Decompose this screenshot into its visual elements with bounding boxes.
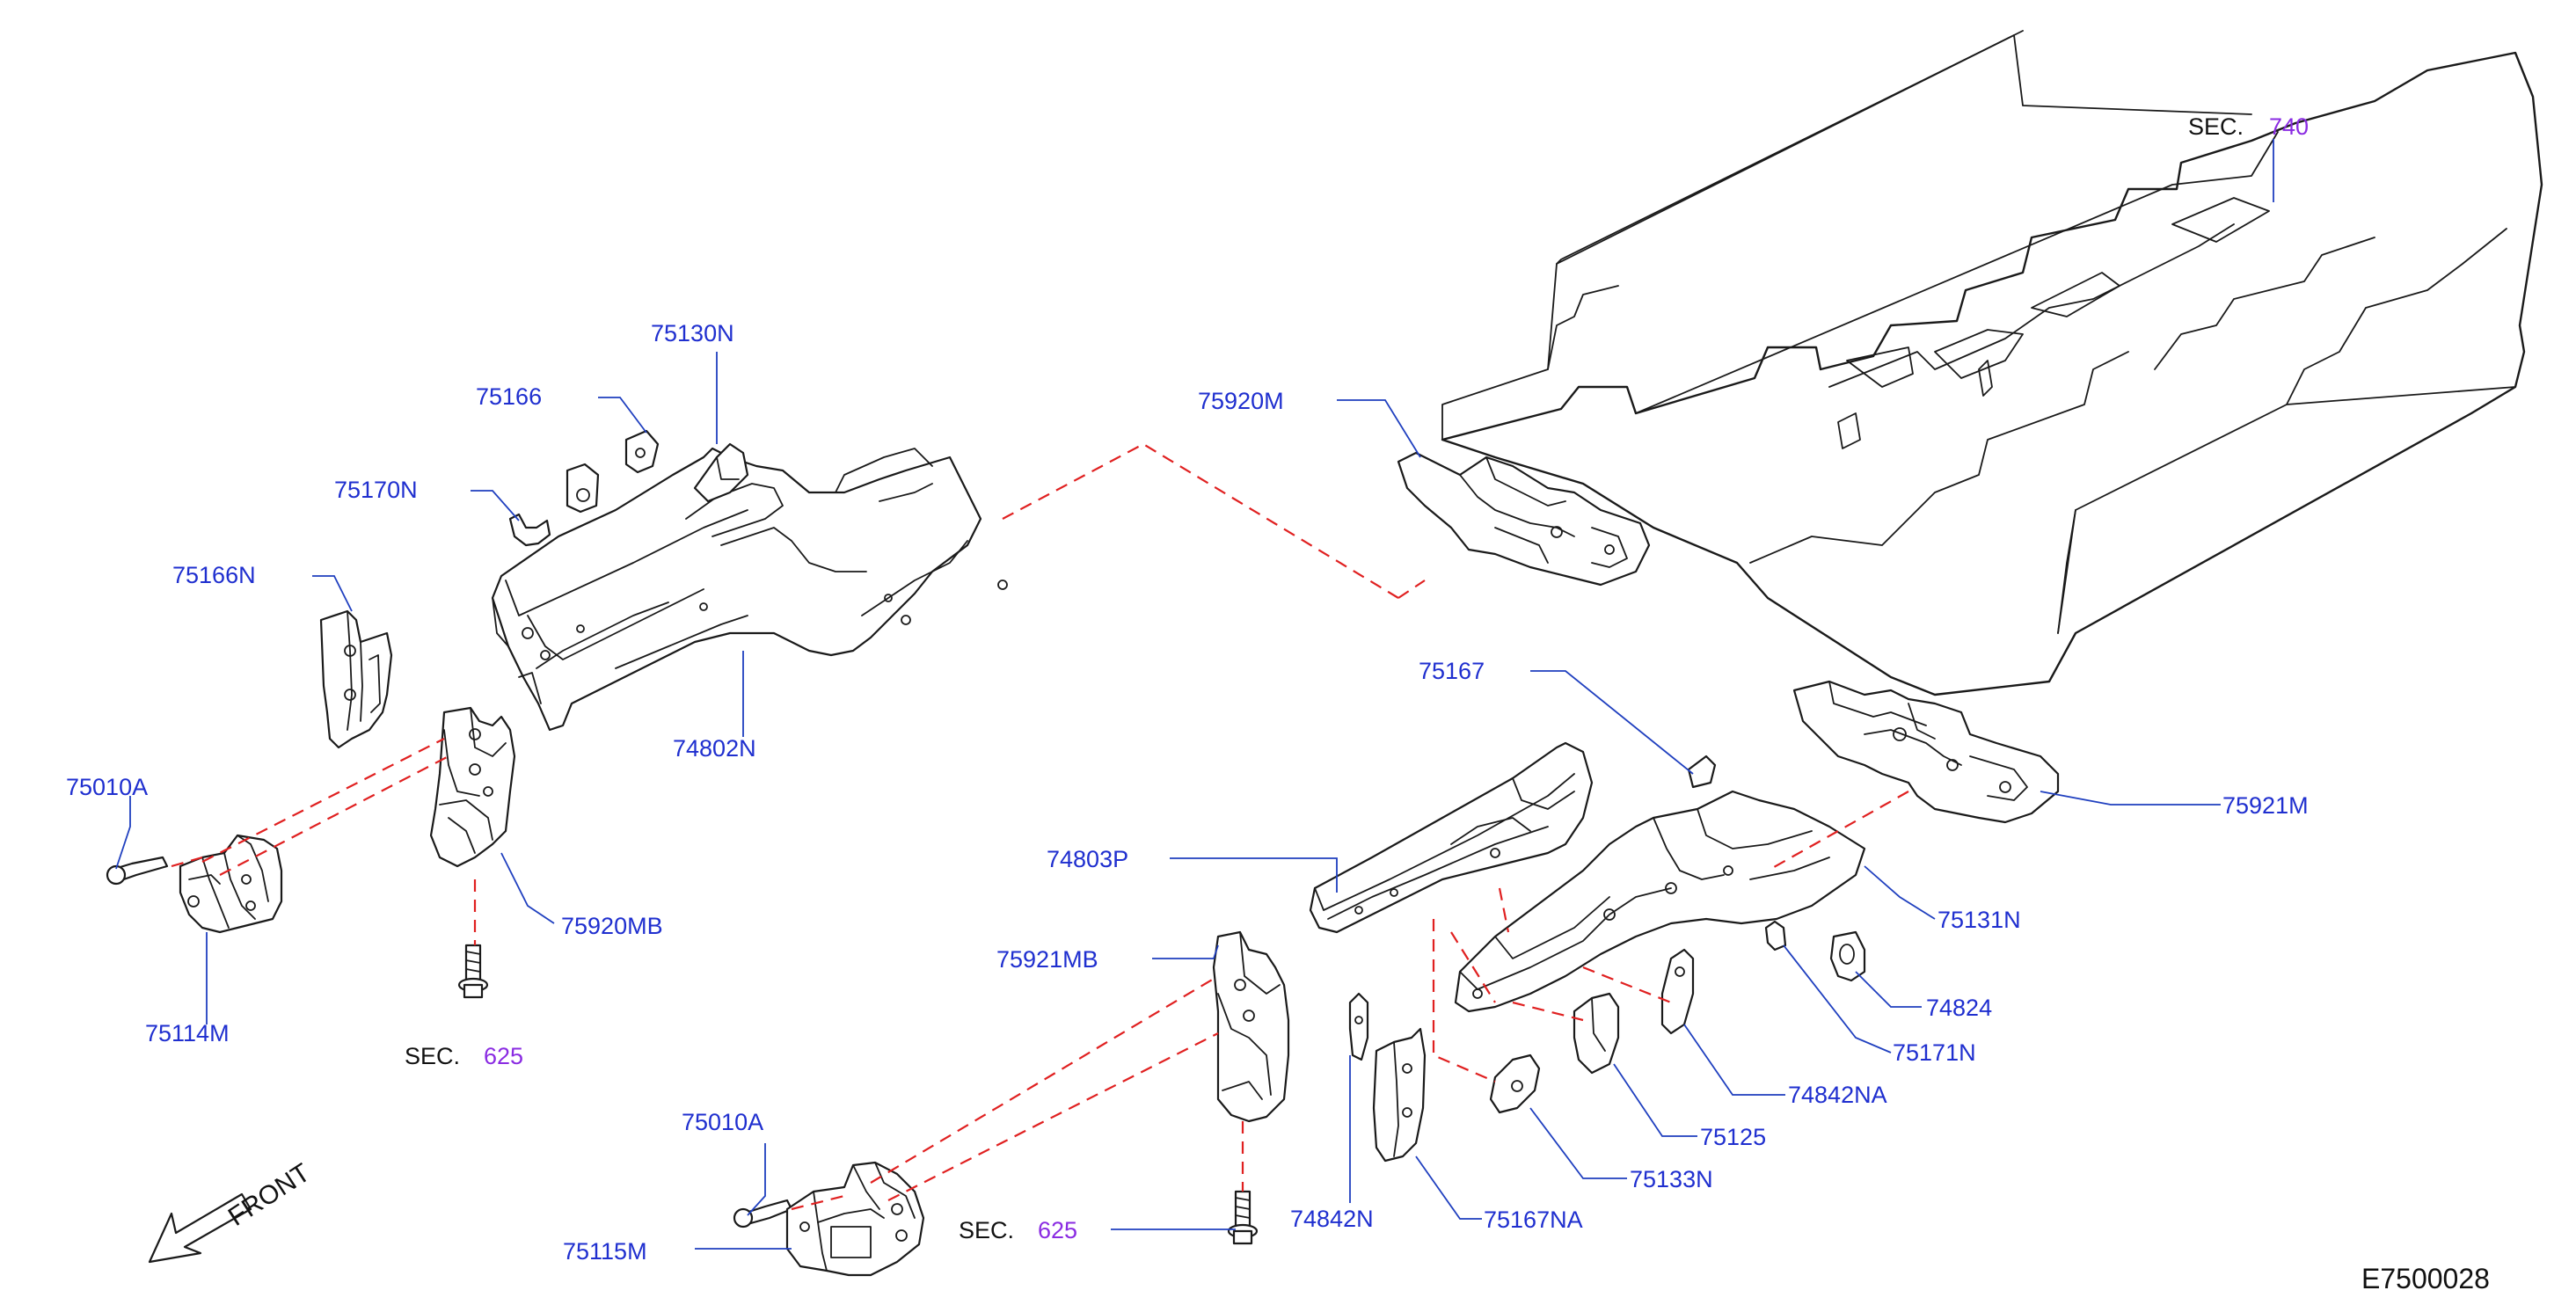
floor-panel xyxy=(1441,30,2543,696)
label-75115M[interactable]: 75115M xyxy=(563,1238,647,1265)
part-75166 xyxy=(566,429,660,514)
label-75010A-bottom[interactable]: 75010A xyxy=(682,1109,763,1135)
front-label: FRONT xyxy=(223,1158,316,1232)
diagram-code: E7500028 xyxy=(2361,1263,2490,1294)
part-75166N xyxy=(319,609,393,749)
label-75920MB[interactable]: 75920MB xyxy=(561,913,663,939)
part-75921M xyxy=(1792,680,2060,824)
label-75166[interactable]: 75166 xyxy=(476,383,542,410)
part-75133N xyxy=(1489,1053,1541,1114)
part-75167NA xyxy=(1372,1027,1427,1163)
part-75920M xyxy=(1397,451,1651,587)
label-75171N[interactable]: 75171N xyxy=(1893,1039,1976,1066)
section-ref-625-left-number[interactable]: 625 xyxy=(484,1043,523,1069)
part-75131N xyxy=(1454,790,1866,1013)
part-75171N xyxy=(1764,920,1787,951)
part-75130N xyxy=(693,442,749,503)
label-75167[interactable]: 75167 xyxy=(1419,658,1485,684)
section-ref-625-bottom-number[interactable]: 625 xyxy=(1038,1217,1077,1243)
part-75115M xyxy=(785,1161,925,1277)
label-74842NA[interactable]: 74842NA xyxy=(1788,1082,1887,1108)
label-75170N[interactable]: 75170N xyxy=(334,477,418,503)
part-75125 xyxy=(1573,992,1620,1075)
label-75114M[interactable]: 75114M xyxy=(145,1020,230,1046)
label-75921MB[interactable]: 75921MB xyxy=(996,946,1098,973)
label-74802N[interactable]: 74802N xyxy=(673,735,756,762)
section-ref-740-number[interactable]: 740 xyxy=(2269,113,2309,140)
bolt-75010A-left xyxy=(106,856,169,886)
leader-lines xyxy=(115,139,2274,1250)
label-75921M[interactable]: 75921M xyxy=(2222,792,2309,819)
label-75130N[interactable]: 75130N xyxy=(651,320,734,346)
part-75167 xyxy=(1687,755,1717,789)
assembly-lines xyxy=(171,442,1909,1211)
label-75133N[interactable]: 75133N xyxy=(1630,1166,1713,1192)
bolt-sec625-left xyxy=(457,944,489,999)
label-75166N[interactable]: 75166N xyxy=(172,562,256,588)
label-74803P[interactable]: 74803P xyxy=(1047,846,1128,872)
front-arrow-icon xyxy=(148,1192,252,1264)
bolt-75010A-bottom xyxy=(733,1199,793,1228)
part-74803P xyxy=(1309,741,1594,934)
part-75921MB xyxy=(1212,930,1290,1123)
label-74842N[interactable]: 74842N xyxy=(1290,1206,1374,1232)
section-ref-625-left-prefix: SEC. xyxy=(405,1043,460,1069)
label-74824[interactable]: 74824 xyxy=(1926,995,1992,1021)
part-74842N xyxy=(1348,992,1369,1061)
label-75167NA[interactable]: 75167NA xyxy=(1484,1207,1583,1233)
part-75170N xyxy=(508,513,551,547)
part-75920MB xyxy=(429,706,516,868)
label-75131N[interactable]: 75131N xyxy=(1937,907,2021,933)
label-75010A-top[interactable]: 75010A xyxy=(66,774,148,800)
label-75125[interactable]: 75125 xyxy=(1700,1124,1766,1150)
label-75920M[interactable]: 75920M xyxy=(1198,388,1284,414)
part-74802N xyxy=(491,447,1008,732)
section-ref-740-prefix: SEC. xyxy=(2188,113,2244,140)
part-74842NA xyxy=(1660,948,1695,1035)
bolt-sec625-bottom xyxy=(1227,1190,1259,1245)
section-ref-625-bottom-prefix: SEC. xyxy=(959,1217,1014,1243)
part-74824 xyxy=(1829,930,1866,982)
